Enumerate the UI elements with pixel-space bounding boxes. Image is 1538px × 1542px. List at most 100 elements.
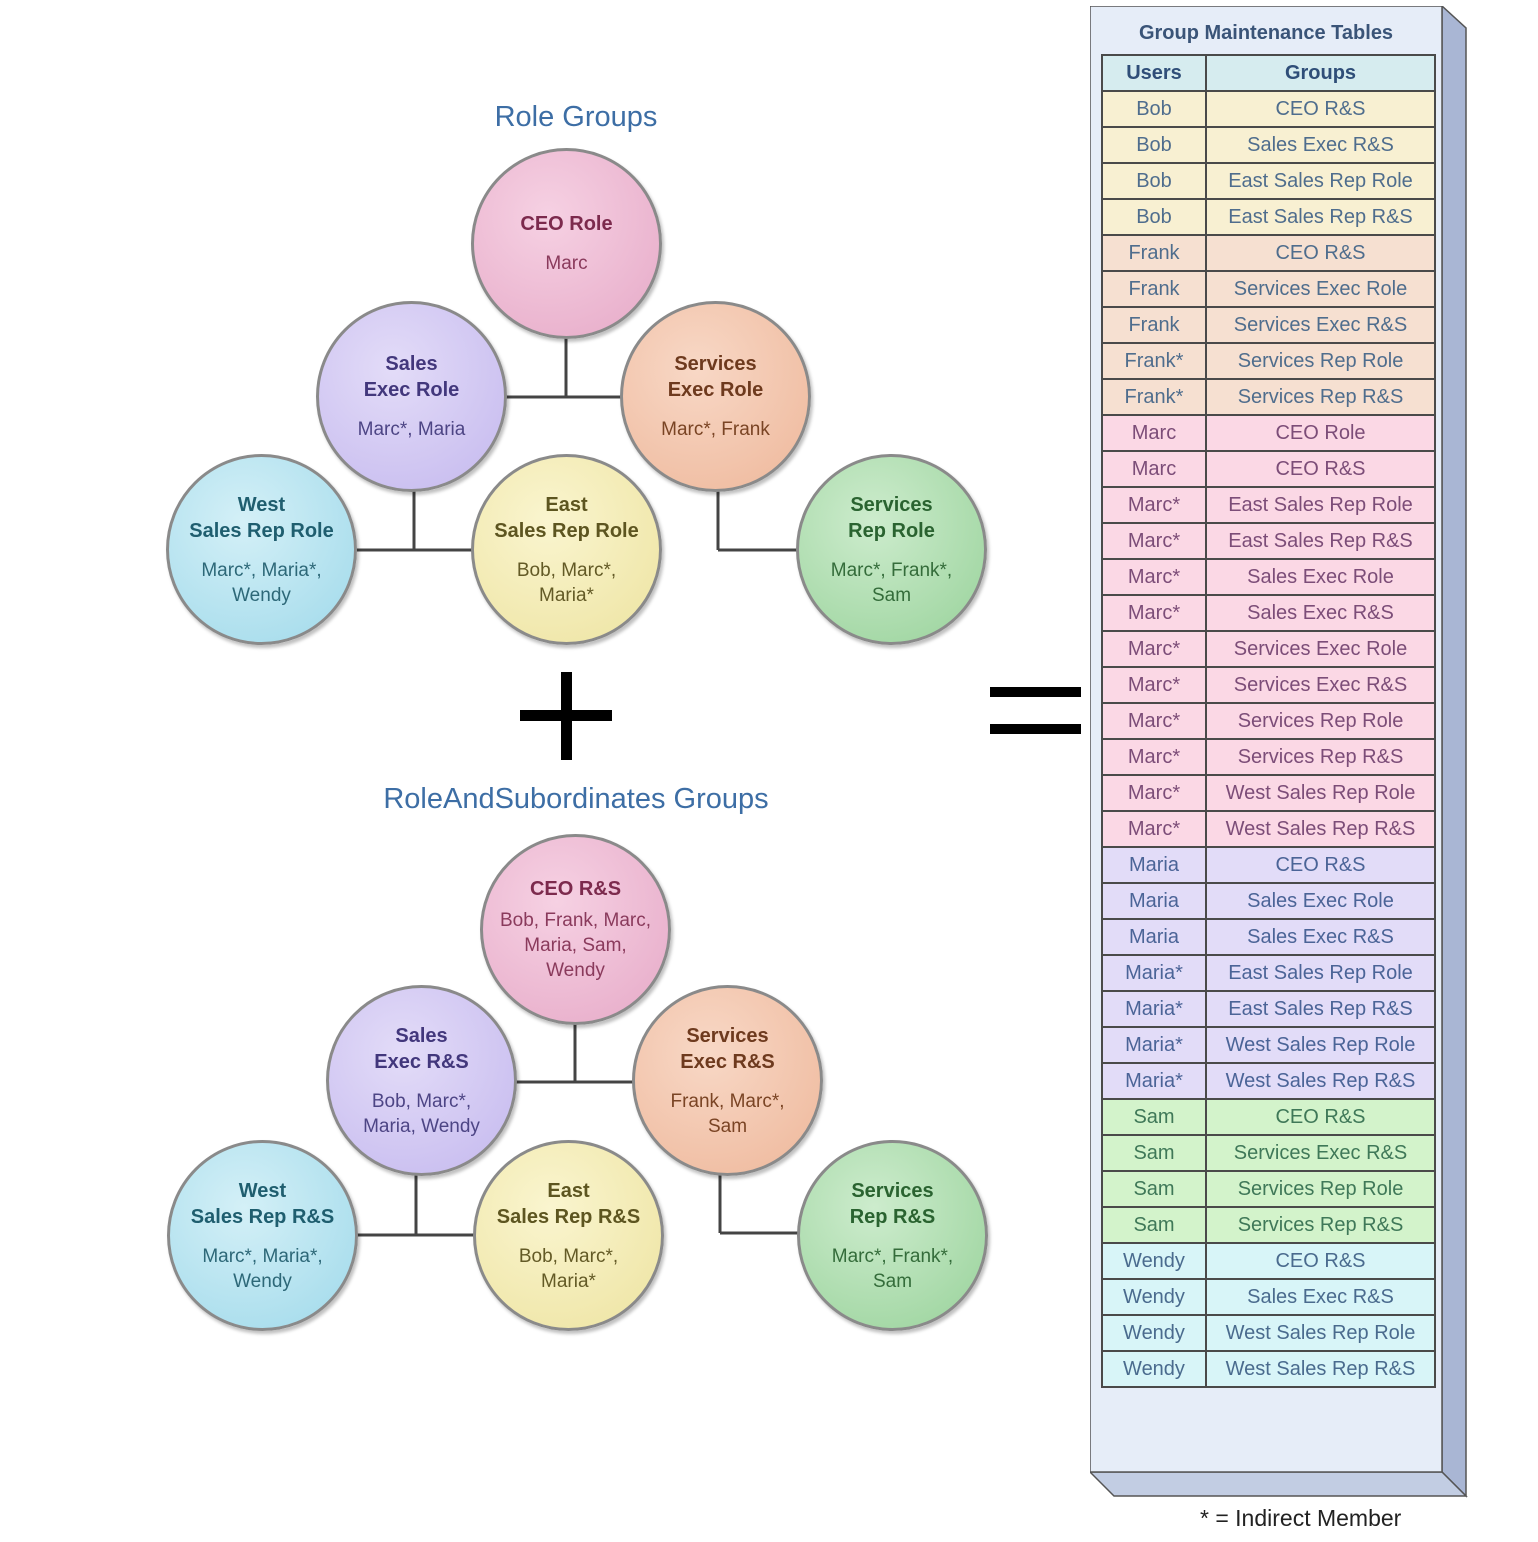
group-cell: CEO R&S	[1205, 1098, 1436, 1136]
indirect-member-legend: * = Indirect Member	[1200, 1505, 1402, 1531]
node-title: East Sales Rep Role	[494, 493, 639, 542]
group-cell: Sales Exec R&S	[1205, 1278, 1436, 1316]
user-cell: Marc*	[1101, 594, 1207, 632]
user-cell: Bob	[1101, 198, 1207, 236]
user-cell: Maria	[1101, 846, 1207, 884]
group-cell: Services Rep Role	[1205, 342, 1436, 380]
user-cell: Frank	[1101, 234, 1207, 272]
table-row: Frank*Services Rep Role	[1101, 342, 1436, 380]
table-row: Marc*West Sales Rep Role	[1101, 774, 1436, 812]
node-members: Bob, Marc*, Maria, Wendy	[363, 1090, 480, 1137]
group-cell: Sales Exec Role	[1205, 558, 1436, 596]
table-row: Marc*Services Rep R&S	[1101, 738, 1436, 776]
table-row: Marc*Services Exec Role	[1101, 630, 1436, 668]
table-row: Marc*East Sales Rep R&S	[1101, 522, 1436, 560]
user-cell: Marc*	[1101, 558, 1207, 596]
column-header-users: Users	[1101, 54, 1207, 92]
table-row: Marc*East Sales Rep Role	[1101, 486, 1436, 524]
table-row: Marc*Sales Exec Role	[1101, 558, 1436, 596]
group-cell: Services Rep R&S	[1205, 738, 1436, 776]
user-cell: Marc*	[1101, 774, 1207, 812]
node-members: Marc*, Frank*, Sam	[831, 1245, 954, 1292]
table-header-row: Users Groups	[1101, 54, 1436, 92]
user-cell: Sam	[1101, 1170, 1207, 1208]
node-title: Services Rep R&S	[849, 1179, 936, 1228]
node-title: Sales Exec R&S	[374, 1024, 469, 1073]
node-title: Services Rep Role	[848, 493, 935, 542]
user-cell: Maria*	[1101, 1026, 1207, 1064]
group-cell: Sales Exec Role	[1205, 882, 1436, 920]
user-cell: Maria*	[1101, 1062, 1207, 1100]
user-cell: Maria	[1101, 918, 1207, 956]
user-cell: Marc*	[1101, 702, 1207, 740]
group-cell: East Sales Rep Role	[1205, 486, 1436, 524]
table-row: Marc*Sales Exec R&S	[1101, 594, 1436, 632]
equals-top-bar	[990, 687, 1081, 697]
node-members: Marc*, Maria*, Wendy	[201, 559, 322, 606]
plus-vertical-bar	[561, 672, 572, 760]
group-cell: West Sales Rep Role	[1205, 1026, 1436, 1064]
group-cell: CEO R&S	[1205, 846, 1436, 884]
node-title: Services Exec R&S	[680, 1024, 775, 1073]
group-cell: East Sales Rep R&S	[1205, 198, 1436, 236]
node-services-exec-ras: Services Exec R&S Frank, Marc*, Sam	[632, 985, 823, 1176]
user-cell: Marc*	[1101, 738, 1207, 776]
user-cell: Marc*	[1101, 522, 1207, 560]
node-east-sales-rep-role: East Sales Rep Role Bob, Marc*, Maria*	[471, 454, 662, 645]
group-cell: CEO R&S	[1205, 234, 1436, 272]
group-cell: West Sales Rep R&S	[1205, 810, 1436, 848]
group-cell: CEO R&S	[1205, 90, 1436, 128]
node-members: Bob, Marc*, Maria*	[518, 1245, 619, 1292]
ras-groups-title: RoleAndSubordinates Groups	[383, 783, 769, 815]
node-members: Marc*, Maria	[357, 419, 466, 440]
group-cell: East Sales Rep Role	[1205, 162, 1436, 200]
group-cell: Services Rep Role	[1205, 1170, 1436, 1208]
table-row: Marc*Services Exec R&S	[1101, 666, 1436, 704]
user-cell: Bob	[1101, 162, 1207, 200]
user-cell: Bob	[1101, 90, 1207, 128]
group-cell: Services Exec R&S	[1205, 666, 1436, 704]
group-cell: Services Rep Role	[1205, 702, 1436, 740]
node-members: Marc*, Frank*, Sam	[830, 559, 953, 606]
group-cell: East Sales Rep R&S	[1205, 990, 1436, 1028]
table-row: Maria*East Sales Rep R&S	[1101, 990, 1436, 1028]
node-members: Marc	[545, 253, 588, 274]
node-services-exec-role: Services Exec Role Marc*, Frank	[620, 301, 811, 492]
node-sales-exec-ras: Sales Exec R&S Bob, Marc*, Maria, Wendy	[326, 985, 517, 1176]
group-cell: CEO Role	[1205, 414, 1436, 452]
group-cell: Services Exec Role	[1205, 630, 1436, 668]
column-header-groups: Groups	[1205, 54, 1436, 92]
group-cell: Services Exec R&S	[1205, 306, 1436, 344]
user-cell: Sam	[1101, 1098, 1207, 1136]
table-row: Maria*West Sales Rep Role	[1101, 1026, 1436, 1064]
node-members: Bob, Frank, Marc, Maria, Sam, Wendy	[500, 910, 651, 981]
node-ceo-role: CEO Role Marc	[471, 148, 662, 339]
user-cell: Marc*	[1101, 810, 1207, 848]
node-sales-exec-role: Sales Exec Role Marc*, Maria	[316, 301, 507, 492]
table-row: Marc*Services Rep Role	[1101, 702, 1436, 740]
role-groups-title: Role Groups	[494, 101, 658, 133]
user-cell: Marc*	[1101, 630, 1207, 668]
group-cell: CEO R&S	[1205, 1242, 1436, 1280]
node-ceo-ras: CEO R&S Bob, Frank, Marc, Maria, Sam, We…	[480, 834, 671, 1025]
group-cell: Services Exec R&S	[1205, 1134, 1436, 1172]
node-east-sales-rep-ras: East Sales Rep R&S Bob, Marc*, Maria*	[473, 1140, 664, 1331]
node-members: Frank, Marc*, Sam	[670, 1090, 785, 1137]
group-cell: Sales Exec R&S	[1205, 594, 1436, 632]
node-title: CEO R&S	[529, 878, 622, 900]
user-cell: Sam	[1101, 1134, 1207, 1172]
